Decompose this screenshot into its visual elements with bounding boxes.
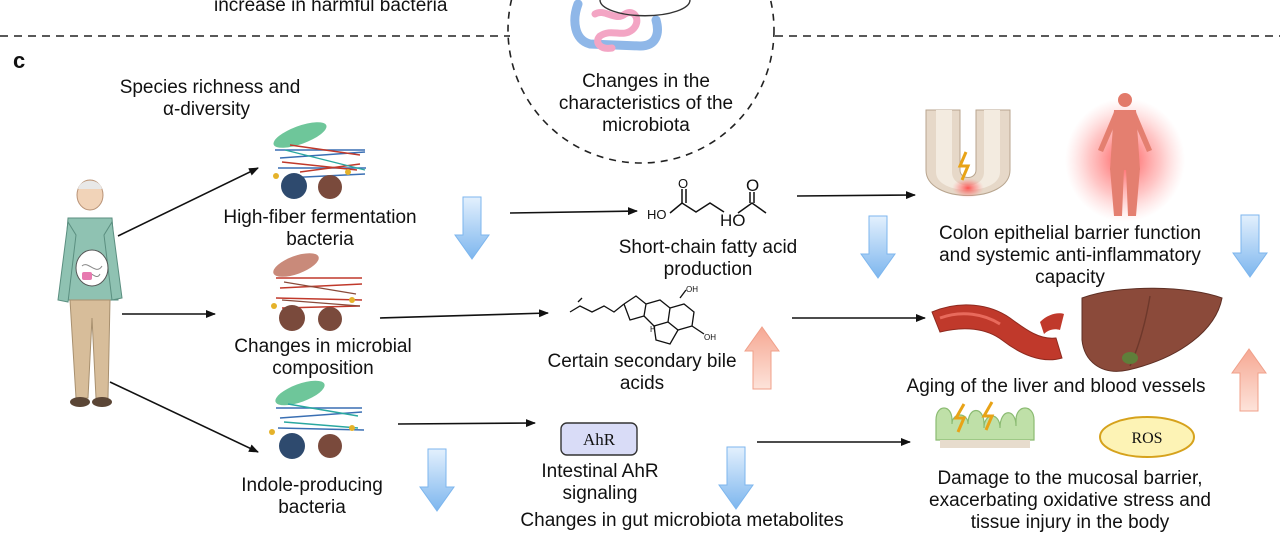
liver-illustration	[1081, 287, 1223, 372]
acetic-acid-structure	[737, 192, 767, 214]
bacteria-cluster-top	[273, 122, 366, 199]
human-body-illustration	[1065, 93, 1185, 222]
indole-line-2: bacteria	[278, 497, 346, 518]
microbial-composition-label: Changes in microbial composition	[218, 336, 428, 380]
ahr-box	[560, 422, 638, 456]
trend-arrow-up-5	[1231, 348, 1267, 412]
microbiota-line-2: characteristics of the	[558, 93, 734, 114]
trend-arrow-down-2	[860, 215, 896, 279]
ros-label: ROS	[1131, 430, 1162, 447]
colon-crypt-illustration	[925, 109, 1011, 198]
ros-badge	[1099, 416, 1195, 458]
high-fiber-line-2: bacteria	[286, 229, 354, 250]
indole-bacteria-label: Indole-producing bacteria	[222, 475, 402, 519]
butyric-acid-structure	[669, 189, 725, 214]
colon-line-1: Colon epithelial barrier function	[939, 223, 1201, 244]
trend-arrow-down-3	[1232, 214, 1268, 278]
arrow-indole-to-ahr	[397, 419, 536, 428]
microbiota-line-3: microbiota	[602, 115, 690, 136]
colon-barrier-label: Colon epithelial barrier function and sy…	[915, 223, 1225, 289]
elderly-person-illustration	[57, 179, 123, 407]
liver-vessels-label: Aging of the liver and blood vessels	[888, 376, 1224, 398]
chem-label-ho: HO	[647, 207, 667, 222]
mucosa-line-1: Damage to the mucosal barrier,	[937, 468, 1203, 489]
microbiota-circle	[507, 0, 775, 164]
arrow-composition-to-bile	[379, 309, 549, 319]
species-richness-line-1: Species richness and	[119, 77, 301, 98]
ahr-line-2: signaling	[562, 483, 638, 504]
microbiota-line-1: Changes in the	[582, 71, 710, 92]
species-richness-label: Species richness and α-diversity	[105, 77, 315, 121]
metabolites-caption-text: Changes in gut microbiota metabolites	[520, 510, 844, 531]
intestine-icon	[570, 0, 691, 52]
indole-line-1: Indole-producing	[241, 475, 383, 496]
bacteria-cluster-bottom	[269, 380, 365, 459]
bile-acid-structure	[569, 289, 705, 345]
liver-line-1: Aging of the liver and blood vessels	[906, 376, 1206, 397]
scfa-label: Short-chain fatty acid production	[598, 237, 818, 281]
species-richness-line-2: α-diversity	[163, 99, 250, 120]
trend-arrow-down-7	[718, 446, 754, 510]
bile-line-1: Certain secondary bile	[547, 351, 737, 372]
composition-line-1: Changes in microbial	[234, 336, 412, 357]
mucosal-barrier-illustration	[935, 401, 1035, 448]
scfa-line-2: production	[663, 259, 753, 280]
bile-oh-label-2: OH	[704, 333, 716, 342]
bacteria-cluster-middle	[271, 253, 363, 331]
arrow-person-to-indole	[109, 381, 259, 453]
blood-vessel-illustration	[931, 304, 1064, 361]
ahr-line-1: Intestinal AhR	[541, 461, 659, 482]
ahr-signaling-label: Intestinal AhR signaling	[530, 461, 670, 505]
scfa-line-1: Short-chain fatty acid	[618, 237, 798, 258]
mucosal-damage-label: Damage to the mucosal barrier, exacerbat…	[907, 468, 1233, 534]
bile-acid-label: Certain secondary bile acids	[531, 351, 753, 395]
metabolites-caption: Changes in gut microbiota metabolites	[500, 510, 864, 532]
chem-label-o: O	[678, 176, 688, 191]
mucosa-line-3: tissue injury in the body	[970, 512, 1170, 533]
top-caption-text: increase in harmful bacteria	[214, 0, 448, 16]
chem-label-o-2: O	[746, 176, 759, 195]
ahr-label: AhR	[583, 430, 616, 449]
bile-line-2: acids	[619, 373, 665, 394]
colon-line-2: and systemic anti-inflammatory	[939, 245, 1201, 266]
panel-letter: c	[13, 48, 25, 73]
arrow-scfa-to-colon	[796, 191, 916, 200]
composition-line-2: composition	[272, 358, 374, 379]
microbiota-changes-label: Changes in the characteristics of the mi…	[546, 71, 746, 137]
arrow-fiber-to-scfa	[509, 207, 638, 216]
trend-arrow-up-4	[744, 326, 780, 390]
chem-label-ho-2: HO	[720, 211, 746, 230]
colon-line-3: capacity	[1035, 267, 1105, 288]
bile-oh-label-1: OH	[686, 285, 698, 294]
arrow-person-to-fiber	[117, 167, 259, 237]
high-fiber-line-1: High-fiber fermentation	[223, 207, 417, 228]
high-fiber-label: High-fiber fermentation bacteria	[210, 207, 430, 251]
trend-arrow-down-1	[454, 196, 490, 260]
mucosa-line-2: exacerbating oxidative stress and	[929, 490, 1211, 511]
trend-arrow-down-6	[419, 448, 455, 512]
top-caption: increase in harmful bacteria	[214, 0, 447, 17]
bile-h-label: H	[650, 325, 656, 334]
